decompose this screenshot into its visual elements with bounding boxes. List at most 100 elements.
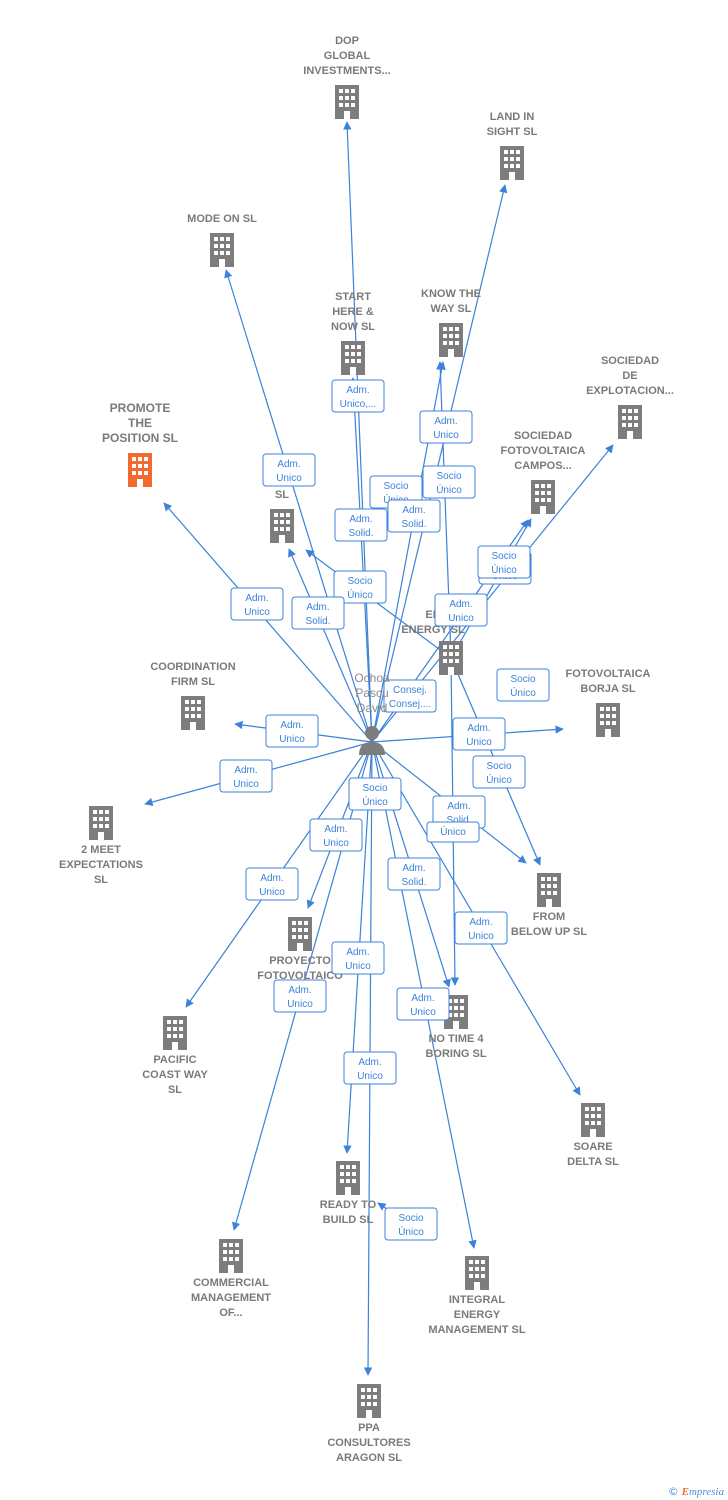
- relation-text: Adm.: [434, 416, 457, 427]
- relation-label-26[interactable]: Adm.Unico: [454, 911, 508, 945]
- building-icon: [89, 806, 113, 840]
- relation-label-15[interactable]: Adm.Unico: [265, 714, 319, 748]
- relation-box: [426, 821, 480, 843]
- company-node-commercial[interactable]: COMMERCIALMANAGEMENTOF...: [191, 1239, 271, 1319]
- relation-label-17[interactable]: Adm.Unico: [219, 759, 273, 793]
- building-icon: [336, 1161, 360, 1195]
- company-node-from_below[interactable]: FROM BELOW UP SL: [511, 873, 587, 938]
- relation-box: [387, 499, 441, 533]
- relation-label-16[interactable]: Adm. Unico: [452, 717, 506, 751]
- building-icon: [128, 453, 152, 487]
- building-icon: [288, 917, 312, 951]
- company-node-soc_expl[interactable]: SOCIEDADDEEXPLOTACION...: [586, 355, 674, 439]
- relation-text: Unico: [410, 1007, 436, 1018]
- relation-label-24[interactable]: Adm.Solid.: [387, 857, 441, 891]
- relation-label-27[interactable]: Adm.Unico: [273, 979, 327, 1013]
- relation-text: Unico: [345, 961, 371, 972]
- relation-label-22[interactable]: Único: [426, 821, 480, 843]
- building-icon: [341, 341, 365, 375]
- relation-label-28[interactable]: Adm.Unico: [396, 987, 450, 1021]
- company-label: PPA: [358, 1422, 380, 1434]
- company-label: MODE ON SL: [187, 213, 257, 225]
- building-icon: [439, 641, 463, 675]
- company-label: PROMOTE: [110, 401, 171, 415]
- relation-text: Socio: [486, 761, 511, 772]
- relation-label-25[interactable]: Adm.Unico: [331, 941, 385, 975]
- relation-label-7[interactable]: Adm.Unico: [230, 587, 284, 621]
- relation-box: [273, 979, 327, 1013]
- relation-label-1[interactable]: Adm.Unico: [262, 453, 316, 487]
- company-label: SOARE: [573, 1141, 612, 1153]
- relation-text: Adm.: [349, 514, 372, 525]
- relation-text: Único: [347, 588, 373, 601]
- relation-text: Unico: [357, 1071, 383, 1082]
- relation-text: Unico: [466, 737, 492, 748]
- relation-text: Unico: [287, 999, 313, 1010]
- relation-box: [331, 941, 385, 975]
- company-node-dop[interactable]: DOPGLOBALINVESTMENTS...: [303, 35, 391, 119]
- relation-label-2[interactable]: Adm.Unico: [419, 410, 473, 444]
- company-label: EXPECTATIONS: [59, 859, 143, 871]
- relation-text: Socio: [491, 551, 516, 562]
- relation-text: Único: [510, 686, 536, 699]
- relation-box: [265, 714, 319, 748]
- relation-text: Solid.: [401, 519, 426, 530]
- company-node-mode[interactable]: MODE ON SL: [187, 213, 257, 267]
- relation-label-5[interactable]: Adm.Solid.: [334, 508, 388, 542]
- relation-text: Consej....: [389, 699, 431, 710]
- relation-box: [343, 1051, 397, 1085]
- company-label: FROM: [533, 911, 565, 923]
- person-icon: [365, 726, 379, 740]
- relation-label-0[interactable]: Adm.Unico,...: [331, 379, 385, 413]
- relation-text: Unico: [468, 931, 494, 942]
- company-label: BORJA SL: [580, 683, 635, 695]
- relation-text: Adm.: [402, 505, 425, 516]
- relation-label-9[interactable]: Adm.Solid.: [291, 596, 345, 630]
- company-label: MANAGEMENT SL: [428, 1324, 525, 1336]
- relation-text: Adm.: [467, 723, 490, 734]
- relation-label-12[interactable]: Adm.Unico: [434, 593, 488, 627]
- company-node-soc_foto[interactable]: SOCIEDADFOTOVOLTAICACAMPOS...: [501, 430, 586, 514]
- relation-text: Unico,...: [340, 399, 377, 410]
- relation-text: Adm.: [306, 602, 329, 613]
- relation-text: Unico: [259, 887, 285, 898]
- relation-label-29[interactable]: Adm.Unico: [343, 1051, 397, 1085]
- relation-box: [496, 668, 550, 702]
- relation-labels-layer: Adm.Unico,...Adm.UnicoAdm.UnicoSocioÚnic…: [219, 379, 550, 1241]
- edge-line-3: [349, 377, 373, 743]
- company-label: FOTOVOLTAICA: [501, 445, 586, 457]
- building-icon: [219, 1239, 243, 1273]
- edge-line-0: [343, 121, 373, 743]
- relation-box: [396, 987, 450, 1021]
- company-label: BELOW UP SL: [511, 926, 587, 938]
- person-name: Pascu: [355, 686, 388, 700]
- relation-label-23[interactable]: Adm.Unico: [245, 867, 299, 901]
- relation-label-21[interactable]: Adm.Unico: [309, 818, 363, 852]
- edge-line-10: [450, 518, 532, 659]
- company-label: MANAGEMENT: [191, 1292, 271, 1304]
- relation-label-13[interactable]: Consej.Consej....: [383, 679, 437, 713]
- relation-label-6[interactable]: Adm. Solid.: [387, 499, 441, 533]
